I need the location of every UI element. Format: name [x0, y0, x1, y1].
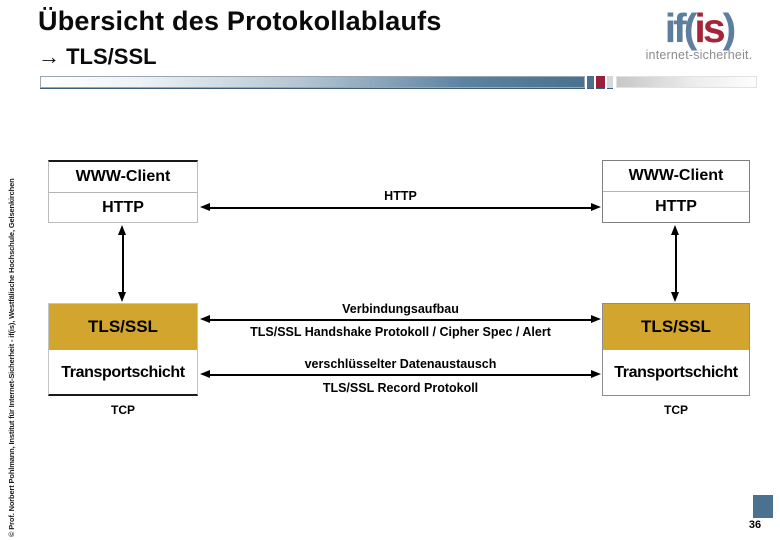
handshake-arrow-label-above: Verbindungsaufbau [342, 302, 459, 316]
arrow-right-icon [591, 203, 601, 211]
decorative-bar [40, 76, 757, 88]
right-vertical-arrow [671, 225, 680, 302]
arrow-up-icon [118, 225, 126, 235]
handshake-connection-arrow [200, 315, 601, 324]
right-tls-ssl-layer: TLS/SSL [603, 304, 749, 350]
logo-text-is: is [694, 5, 725, 51]
logo-text-paren: ) [722, 5, 737, 51]
left-stack-upper-box: WWW-Client HTTP [48, 160, 198, 223]
decorative-bar-tail [616, 76, 757, 88]
left-stack-lower-box: TLS/SSL Transportschicht [48, 303, 198, 396]
decorative-square-red [596, 76, 605, 88]
ifis-logo: if(is) internet-sicherheit. [626, 5, 772, 63]
slide-title: Übersicht des Protokollablaufs [38, 6, 442, 36]
right-stack-upper-box: WWW-Client HTTP [602, 160, 750, 223]
decorative-bar-gradient [40, 76, 585, 88]
record-arrow-label-below: TLS/SSL Record Protokoll [322, 381, 479, 395]
arrow-line [121, 233, 124, 294]
left-tls-ssl-layer: TLS/SSL [49, 304, 197, 350]
left-transport-layer: Transportschicht [61, 363, 185, 381]
handshake-arrow-label-below: TLS/SSL Handshake Protokoll / Cipher Spe… [250, 325, 551, 339]
arrow-line [674, 233, 677, 294]
right-transport-layer: Transportschicht [614, 363, 738, 381]
ifis-logo-wordmark: if(is) [626, 5, 772, 51]
arrow-left-icon [200, 203, 210, 211]
slide-subtitle: → TLS/SSL [38, 44, 157, 69]
record-connection-arrow [200, 370, 601, 379]
footer-accent-square [753, 495, 773, 518]
right-tcp-label: TCP [664, 403, 688, 417]
arrow-right-icon [591, 370, 601, 378]
arrow-line [208, 206, 593, 209]
left-http-layer: HTTP [102, 198, 144, 216]
arrow-down-icon [671, 292, 679, 302]
arrow-right-icon [591, 315, 601, 323]
right-http-layer: HTTP [655, 197, 697, 215]
left-tcp-label: TCP [111, 403, 135, 417]
arrow-up-icon [671, 225, 679, 235]
http-arrow-label: HTTP [384, 189, 417, 203]
logo-text-if: if( [664, 5, 698, 51]
right-www-client-layer: WWW-Client [603, 161, 749, 192]
record-arrow-label-above: verschlüsselter Datenaustausch [304, 357, 497, 371]
arrow-line [208, 373, 593, 376]
decorative-square-blue [587, 76, 594, 88]
logo-subtitle: internet-sicherheit. [645, 48, 753, 63]
arrow-line [208, 318, 593, 321]
decorative-square-gray [607, 76, 613, 88]
copyright-text: © Prof. Norbert Pohlmann, Institut für I… [7, 178, 16, 537]
left-www-client-layer: WWW-Client [49, 162, 197, 193]
left-vertical-arrow [118, 225, 127, 302]
arrow-left-icon [200, 315, 210, 323]
arrow-down-icon [118, 292, 126, 302]
page-number: 36 [748, 519, 762, 531]
arrow-left-icon [200, 370, 210, 378]
http-connection-arrow [200, 203, 601, 212]
right-stack-lower-box: TLS/SSL Transportschicht [602, 303, 750, 396]
